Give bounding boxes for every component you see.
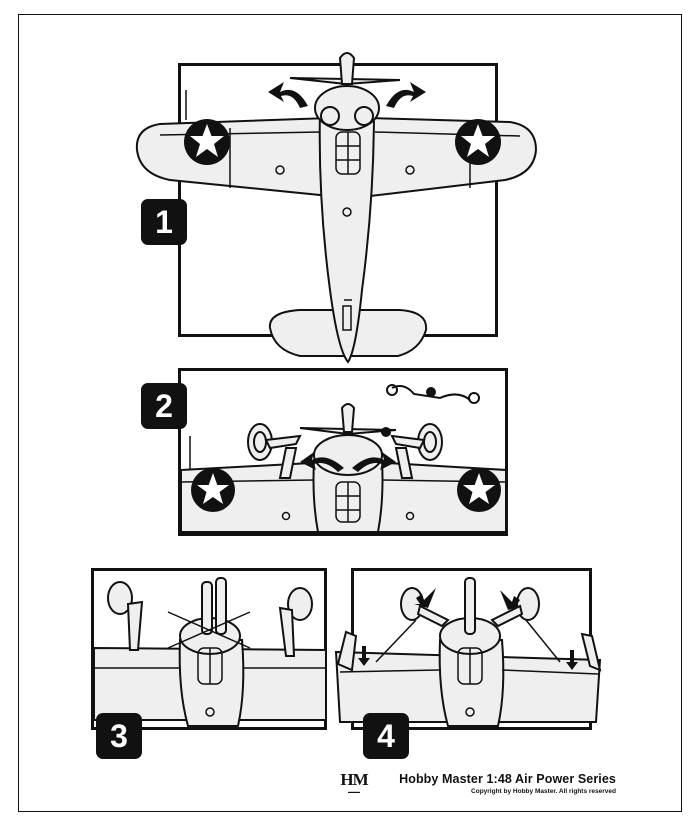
arrow-left-icon xyxy=(268,82,308,108)
down-arrow-right-icon xyxy=(566,650,578,670)
footer-copyright: Copyright by Hobby Master. All rights re… xyxy=(471,788,616,795)
roundel-left-icon xyxy=(191,468,235,512)
down-arrow-left-icon xyxy=(358,646,370,666)
roundel-right-icon xyxy=(455,119,501,165)
callout-marker-icon xyxy=(426,387,436,397)
arrow-right-icon xyxy=(386,82,426,108)
left-gear-wheel xyxy=(107,581,133,615)
step-2-badge: 2 xyxy=(141,383,187,429)
landing-gear-strut-part-icon xyxy=(386,384,480,404)
right-gear-wheel xyxy=(287,587,313,621)
left-door-panel xyxy=(336,630,358,672)
step-3-badge: 3 xyxy=(96,713,142,759)
hobby-master-logo: HM ▬▬▬ xyxy=(340,770,368,795)
roundel-right-icon xyxy=(457,468,501,512)
fold-arrow-right-icon xyxy=(352,452,396,472)
callout-marker-icon-2 xyxy=(381,427,391,437)
insert-arrow-right-icon xyxy=(500,590,522,610)
step-1-badge: 1 xyxy=(141,199,187,245)
right-door-panel xyxy=(580,632,602,672)
instruction-sheet xyxy=(18,14,682,812)
fold-arrow-left-icon xyxy=(300,452,344,472)
roundel-left-icon xyxy=(184,119,230,165)
step-4-badge: 4 xyxy=(363,713,409,759)
footer: Hobby Master 1:48 Air Power Series Copyr… xyxy=(380,772,616,795)
insert-arrow-left-icon xyxy=(414,588,436,608)
logo-text: HM xyxy=(340,770,368,789)
fuselage xyxy=(318,109,376,364)
footer-title: Hobby Master 1:48 Air Power Series xyxy=(399,772,616,786)
